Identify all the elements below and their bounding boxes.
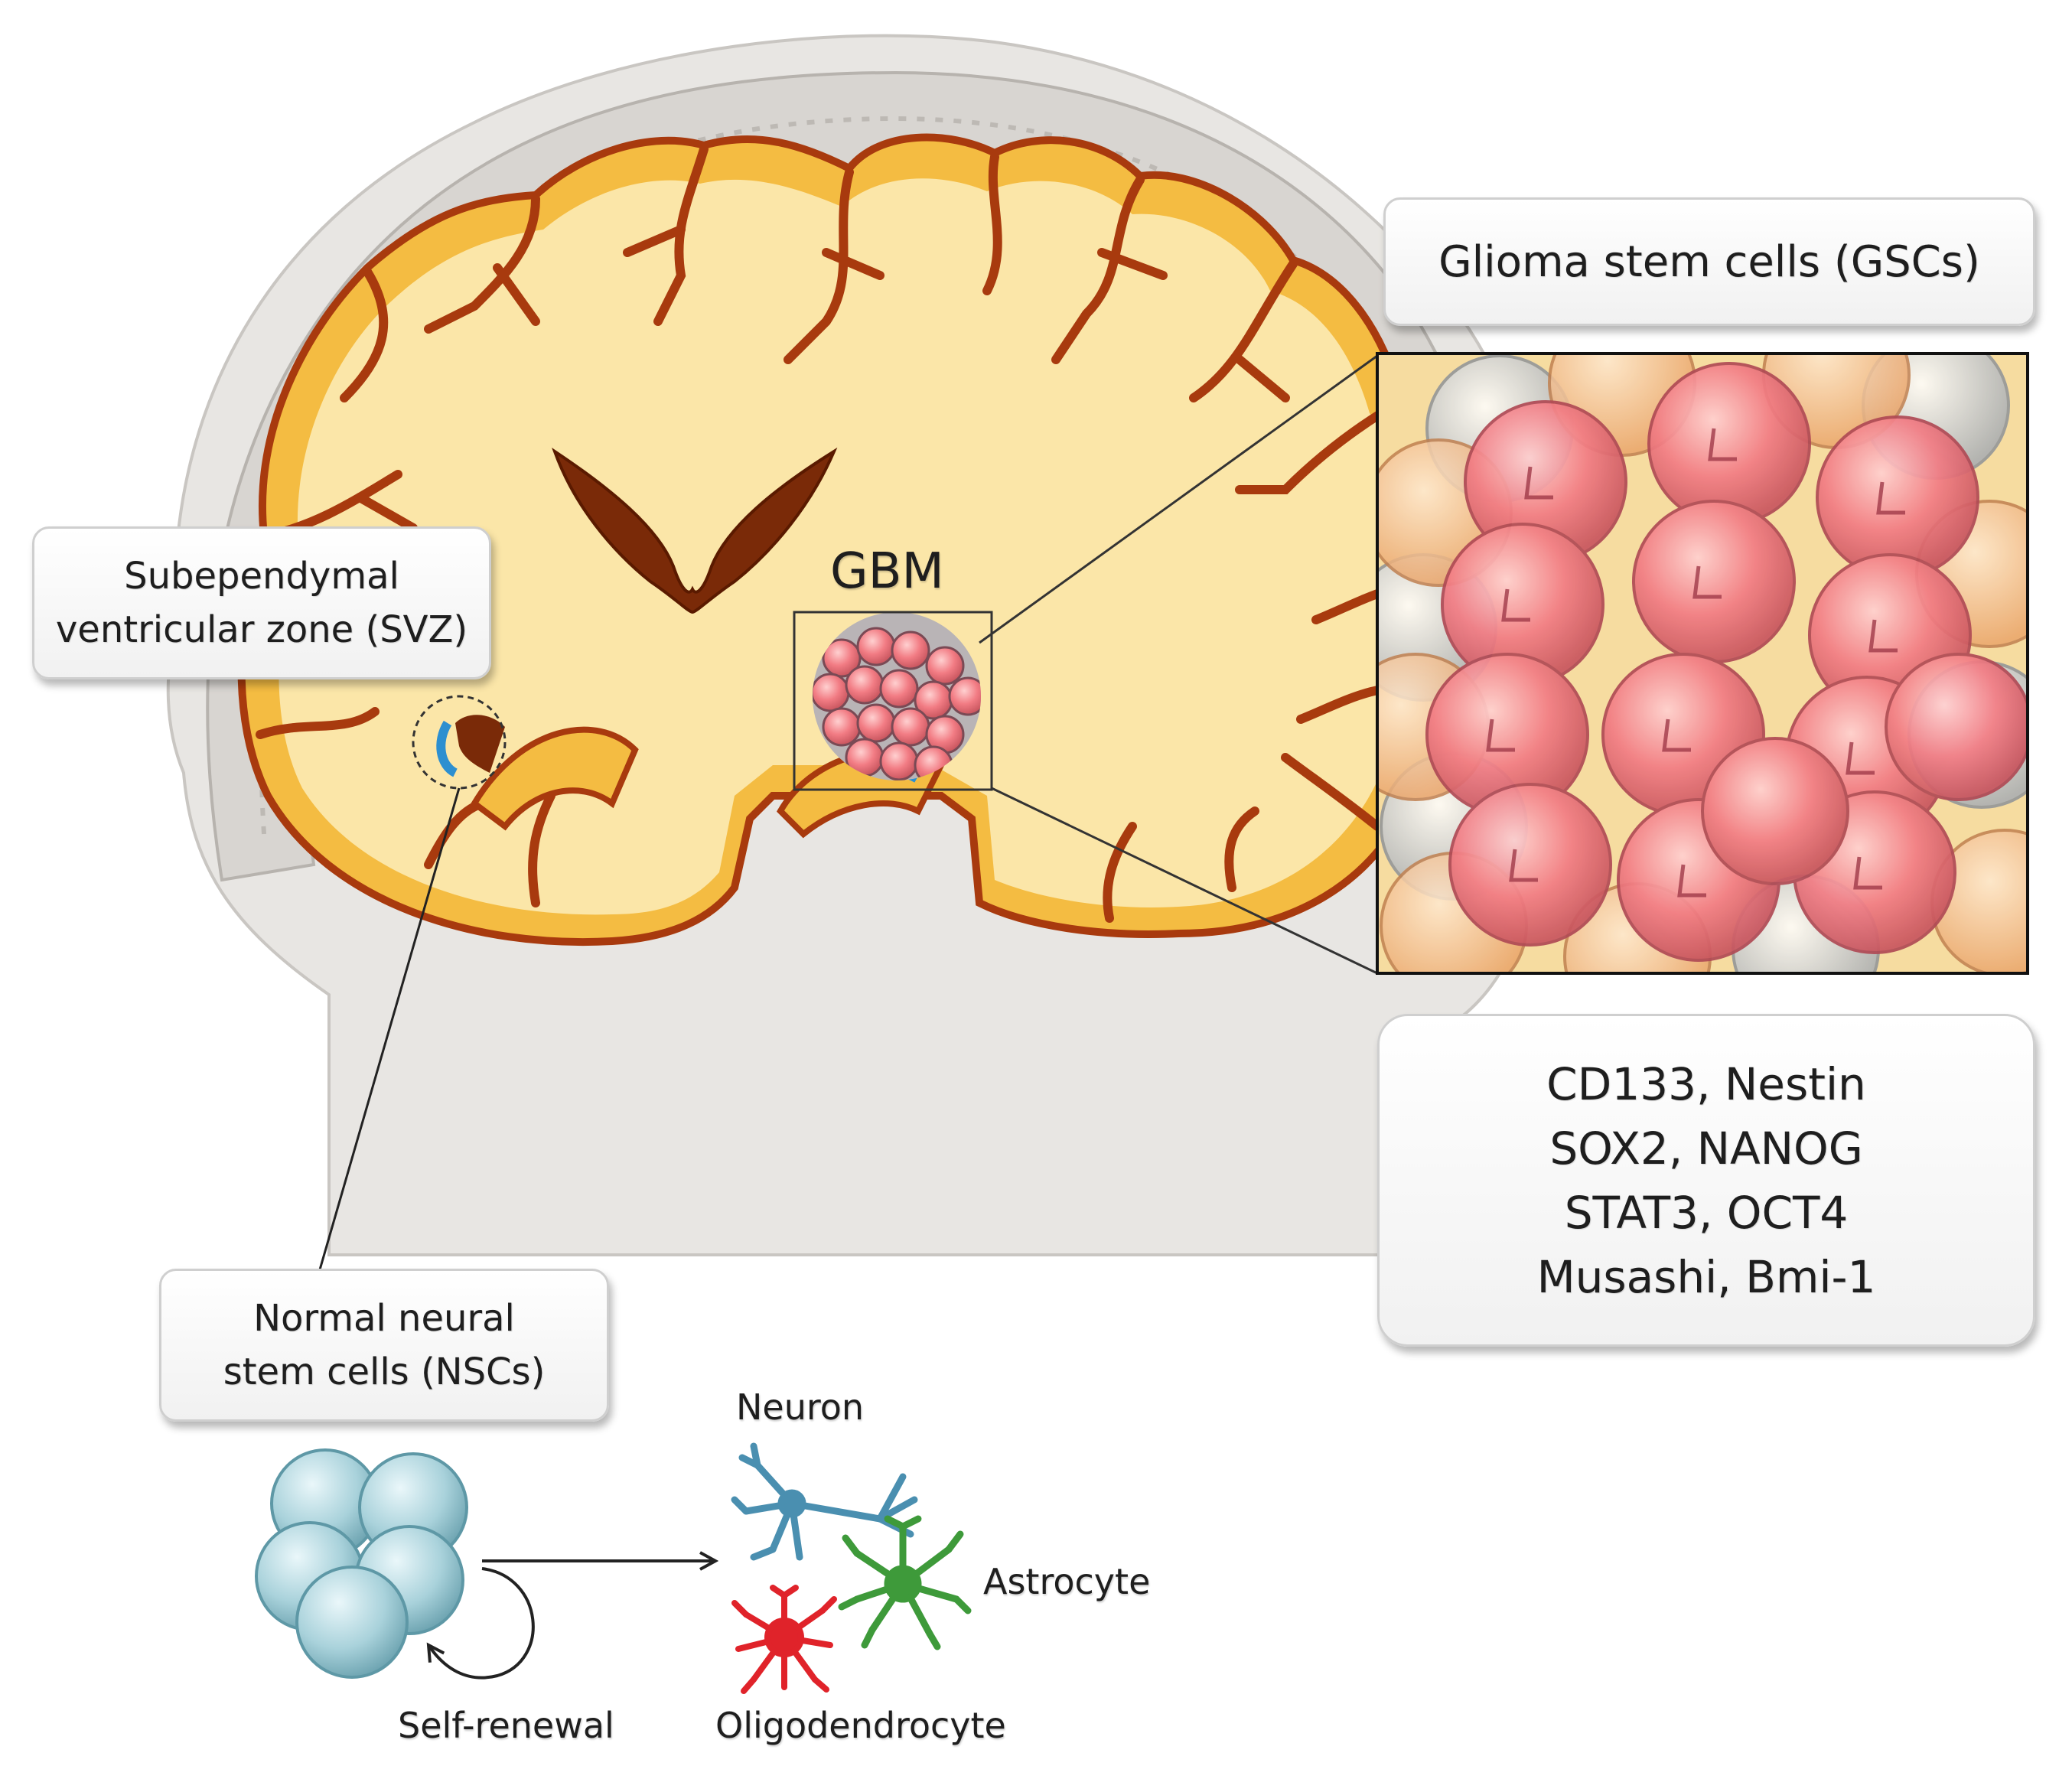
gbm-label: GBM [830,543,944,600]
svz-label-line2: ventricular zone (SVZ) [55,608,468,651]
neuron-icon [731,1442,918,1561]
gbm-zoom-box [793,611,993,791]
svz-to-nsc-arrow [313,787,461,1287]
marker-line: CD133, Nestin [1546,1057,1866,1110]
astrocyte-label: Astrocyte [983,1561,1151,1602]
svz-label-line1: Subependymal [124,555,399,598]
lateral-ventricles [552,447,838,614]
zoom-line-lower [991,787,1378,975]
brain-coronal-section [237,133,1450,947]
gbm-tumor [813,612,981,780]
gsc-title-box: Glioma stem cells (GSCs) [1383,197,2035,326]
nsc-label-box: Normal neural stem cells (NSCs) [159,1269,609,1422]
marker-line: STAT3, OCT4 [1564,1186,1849,1239]
oligodendrocyte-label: Oligodendrocyte [715,1705,1006,1746]
neuron-label: Neuron [736,1386,865,1428]
marker-line: SOX2, NANOG [1549,1122,1863,1175]
self-renewal-label: Self-renewal [398,1705,614,1746]
astrocyte-icon [838,1515,972,1650]
gsc-inset [1376,352,2029,975]
zoom-line-upper [979,354,1378,644]
marker-line: Musashi, Bmi-1 [1536,1250,1876,1303]
oligodendrocyte-icon [731,1585,837,1694]
svz-label-box: Subependymal ventricular zone (SVZ) [32,526,491,679]
nsc-label-line2: stem cells (NSCs) [223,1351,546,1393]
gsc-markers-box: CD133, Nestin SOX2, NANOG STAT3, OCT4 Mu… [1377,1014,2035,1347]
self-renewal-arrow [428,1567,535,1680]
svz-highlight-circle [412,695,507,790]
gsc-title: Glioma stem cells (GSCs) [1438,236,1980,287]
nsc-cluster [255,1448,468,1679]
nsc-label-line1: Normal neural [253,1297,515,1340]
